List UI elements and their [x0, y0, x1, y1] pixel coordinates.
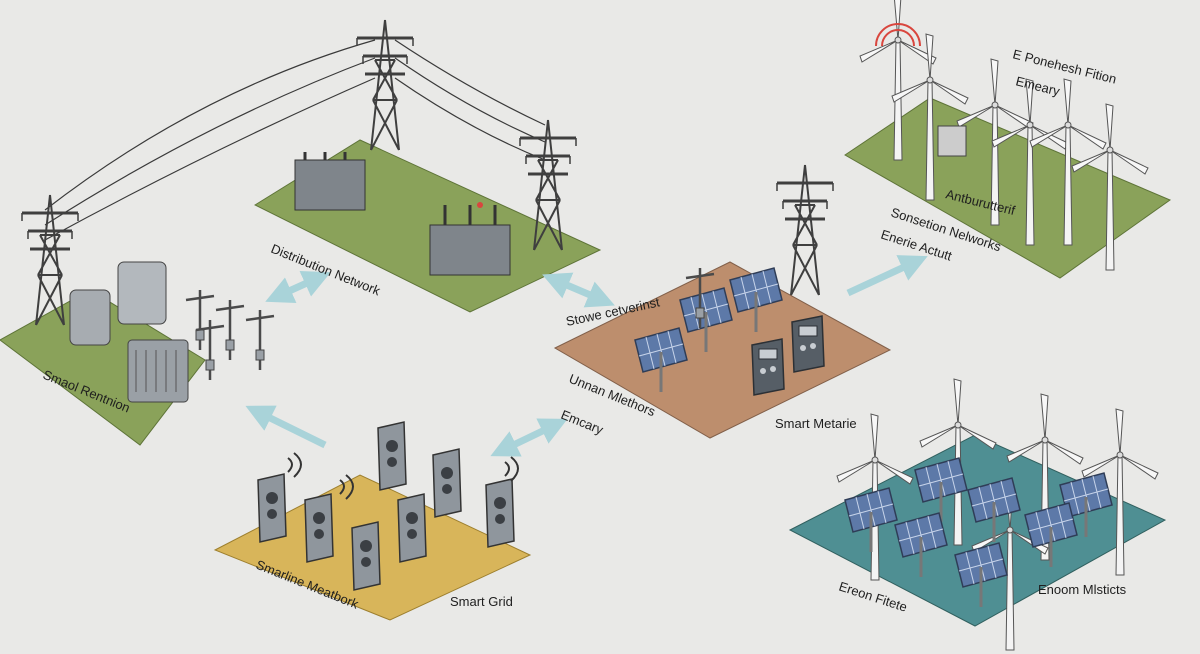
smart-meter-icon	[751, 338, 785, 396]
link-arrow	[490, 418, 568, 457]
wifi-signal-icon	[875, 23, 921, 47]
ev-charger-icon	[432, 448, 462, 518]
smart-meters-label: Smart Metarie	[775, 416, 857, 431]
solar-farm-platform	[788, 434, 1167, 627]
enoom-label: Enoom Mlsticts	[1038, 582, 1127, 597]
smart-meter-icon	[791, 315, 825, 373]
ev-charger-icon	[397, 493, 427, 563]
ev-charger-icon	[377, 421, 407, 491]
power-lines	[44, 39, 546, 241]
smart-meters-platform	[553, 261, 892, 439]
control-building-icon	[937, 125, 967, 157]
urban-label-2: Emcary	[559, 407, 606, 438]
transformer-icon	[294, 152, 511, 276]
wifi-signal-icon	[287, 452, 519, 500]
generation-platform	[844, 97, 1172, 279]
link-arrow	[846, 255, 928, 297]
link-arrow	[245, 405, 327, 449]
insulator-pole-icon	[244, 308, 276, 372]
link-arrow	[265, 270, 331, 304]
link-arrow	[542, 272, 615, 308]
insulator-pole-icon	[214, 298, 246, 362]
ev-charger-icon	[304, 493, 334, 563]
substation-platform	[0, 289, 206, 446]
ev-charger-icon	[485, 478, 515, 548]
transformer-icon	[69, 261, 189, 403]
ev-charger-icon	[351, 521, 381, 591]
ev-charger-icon	[257, 473, 287, 543]
smart-grid-label: Smart Grid	[450, 594, 513, 609]
power-label-2: Emeary	[1014, 73, 1062, 99]
transmission-tower-icon	[775, 163, 835, 297]
